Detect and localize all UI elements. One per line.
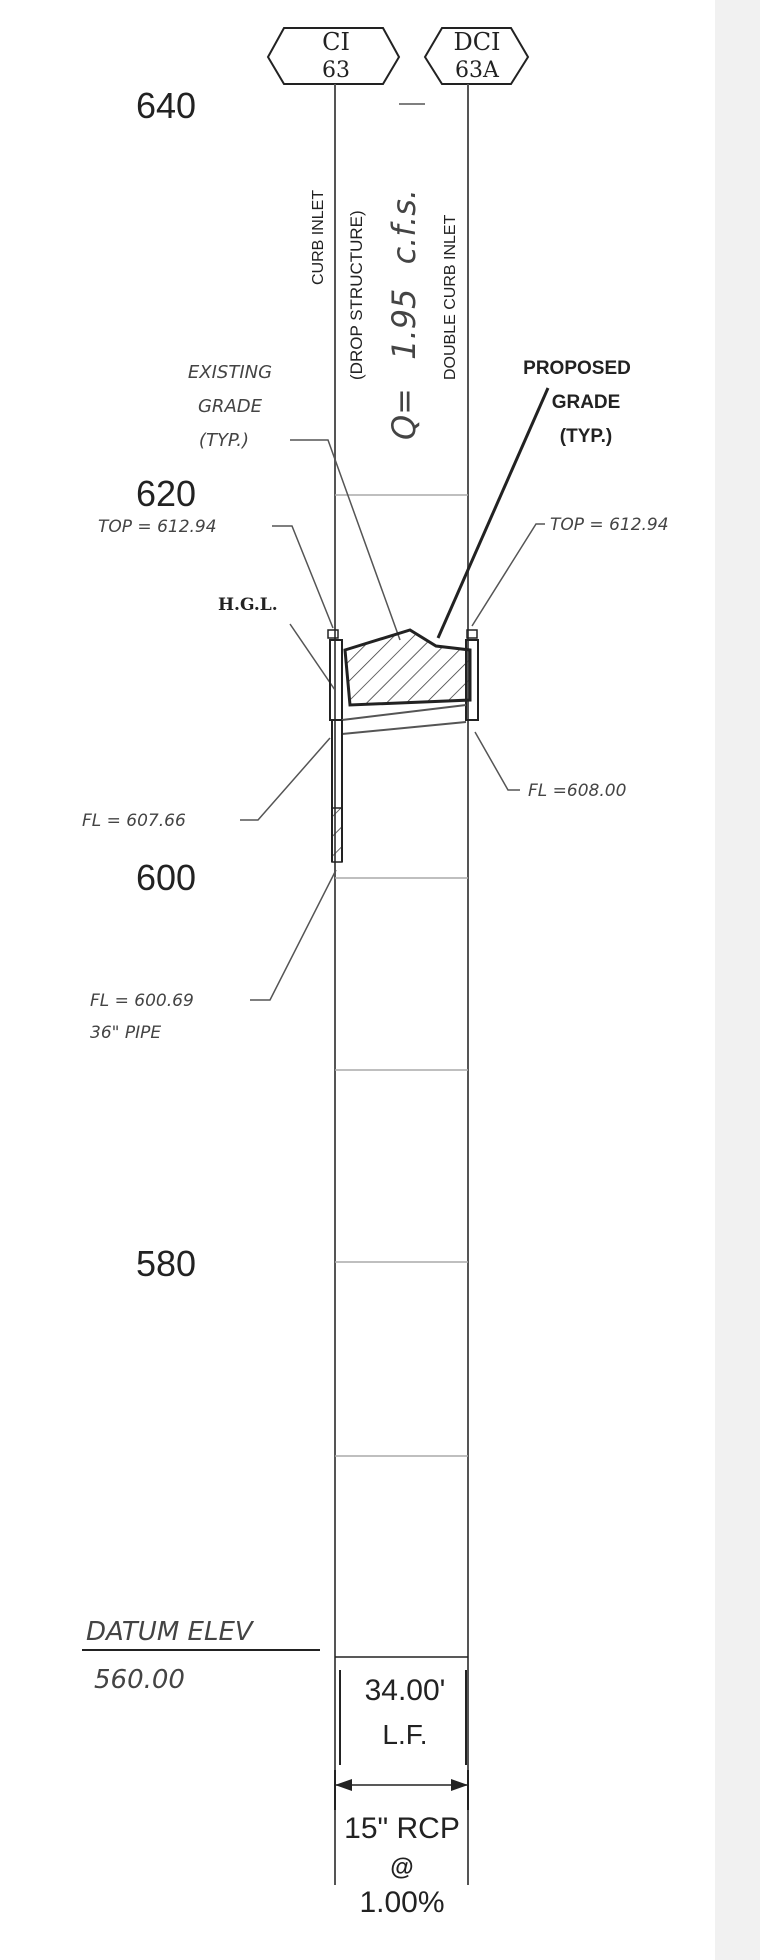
dci-number-label: 63A <box>455 58 500 83</box>
top-left-leader <box>272 525 334 629</box>
top-right-leader <box>471 523 545 627</box>
elevation-label-600: 600 <box>136 857 196 898</box>
fl-right-label: FL =608.00 <box>528 781 626 801</box>
fl-left-label: FL = 607.66 <box>82 811 186 831</box>
ci-63-hexagon <box>266 27 401 85</box>
ci-number-label: 63 <box>322 58 350 83</box>
flow-units: c.f.s. <box>385 189 423 264</box>
dci-type-label: DCI <box>453 28 500 56</box>
left-top-cap <box>327 629 339 639</box>
top-left-label: TOP = 612.94 <box>98 517 217 537</box>
top-right-label: TOP = 612.94 <box>550 515 669 535</box>
pipe-top-line <box>341 704 467 721</box>
outfall-pipe-hatch <box>331 807 343 863</box>
pipe-length: 34.00' <box>365 1674 446 1707</box>
dimension-arrow-right <box>451 1779 468 1791</box>
double-curb-inlet-label: DOUBLE CURB INLET <box>442 214 459 380</box>
proposed-grade-leader <box>436 387 550 639</box>
pipe-length-units: L.F. <box>382 1719 427 1750</box>
right-top-cap <box>466 629 478 639</box>
flow-q-label: Q= <box>385 388 423 440</box>
hgl-label: H.G.L. <box>218 595 278 615</box>
flow-value: 1.95 <box>385 289 423 360</box>
proposed-grade-line3: (TYP.) <box>560 426 612 447</box>
left-structure-wall <box>329 639 343 721</box>
proposed-grade-line1: PROPOSED <box>523 358 631 379</box>
elevation-label-580: 580 <box>136 1243 196 1284</box>
right-margin <box>715 0 760 1960</box>
pipe-slope: 1.00% <box>359 1886 444 1919</box>
existing-grade-line2: GRADE <box>198 396 263 417</box>
proposed-grade-line2: GRADE <box>552 392 621 413</box>
drop-structure-label: (DROP STRUCTURE) <box>347 210 366 380</box>
fl-bottom-label: FL = 600.69 <box>90 991 194 1011</box>
drop-structure-hatch <box>343 628 472 707</box>
fl-left-leader <box>240 737 331 821</box>
existing-grade-line1: EXISTING <box>188 362 272 383</box>
elevation-label-640: 640 <box>136 85 196 126</box>
pipe-size: 15" RCP <box>344 1812 460 1845</box>
pipe-bottom-line <box>341 721 467 735</box>
curb-inlet-label: CURB INLET <box>310 190 327 285</box>
dci-63a-hexagon <box>423 27 530 85</box>
right-structure-wall <box>465 639 479 721</box>
svg-text:Q= 1.95 c.f.s.: Q= 1.95 c.f.s. <box>385 189 423 440</box>
pipe-at-symbol: @ <box>390 1854 413 1881</box>
datum-label: DATUM ELEV <box>86 1617 255 1647</box>
pipe-size-label: 36" PIPE <box>90 1023 161 1043</box>
flow-label: Q= 1.95 c.f.s. <box>385 189 423 440</box>
existing-grade-line3: (TYP.) <box>199 430 249 451</box>
fl-right-leader <box>474 731 520 791</box>
existing-grade-leader <box>290 439 401 641</box>
dimension-arrow-left <box>335 1779 352 1791</box>
ci-type-label: CI <box>322 28 350 56</box>
elevation-label-620: 620 <box>136 473 196 514</box>
fl-bottom-leader <box>250 869 337 1001</box>
datum-value: 560.00 <box>94 1665 185 1695</box>
hgl-leader <box>289 623 336 691</box>
